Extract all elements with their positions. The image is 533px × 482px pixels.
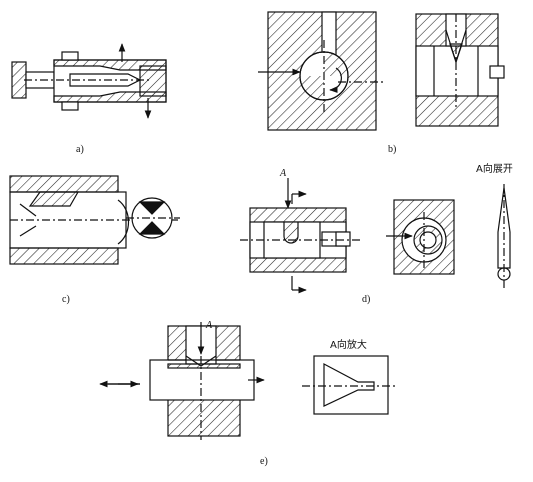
diagram-c bbox=[9, 175, 180, 265]
caption-e: e) bbox=[260, 456, 268, 467]
caption-b: b) bbox=[388, 144, 396, 155]
caption-d: d) bbox=[362, 294, 370, 305]
d-view-label: A bbox=[279, 168, 287, 179]
diagram-e-left bbox=[99, 322, 265, 440]
diagram-a bbox=[11, 43, 167, 119]
diagram-b-right bbox=[415, 13, 505, 127]
e-enlarge-label: A向放大 bbox=[330, 338, 367, 351]
caption-c: c) bbox=[62, 294, 70, 305]
diagram-d-middle bbox=[386, 199, 455, 275]
e-view-label: A bbox=[205, 320, 213, 331]
caption-a: a) bbox=[76, 144, 84, 155]
diagram-b-left bbox=[258, 11, 386, 131]
diagram-e-right bbox=[302, 355, 398, 415]
diagram-d-right bbox=[497, 184, 511, 290]
d-unfold-label: A向展开 bbox=[476, 162, 513, 175]
diagram-d-left bbox=[240, 178, 360, 294]
